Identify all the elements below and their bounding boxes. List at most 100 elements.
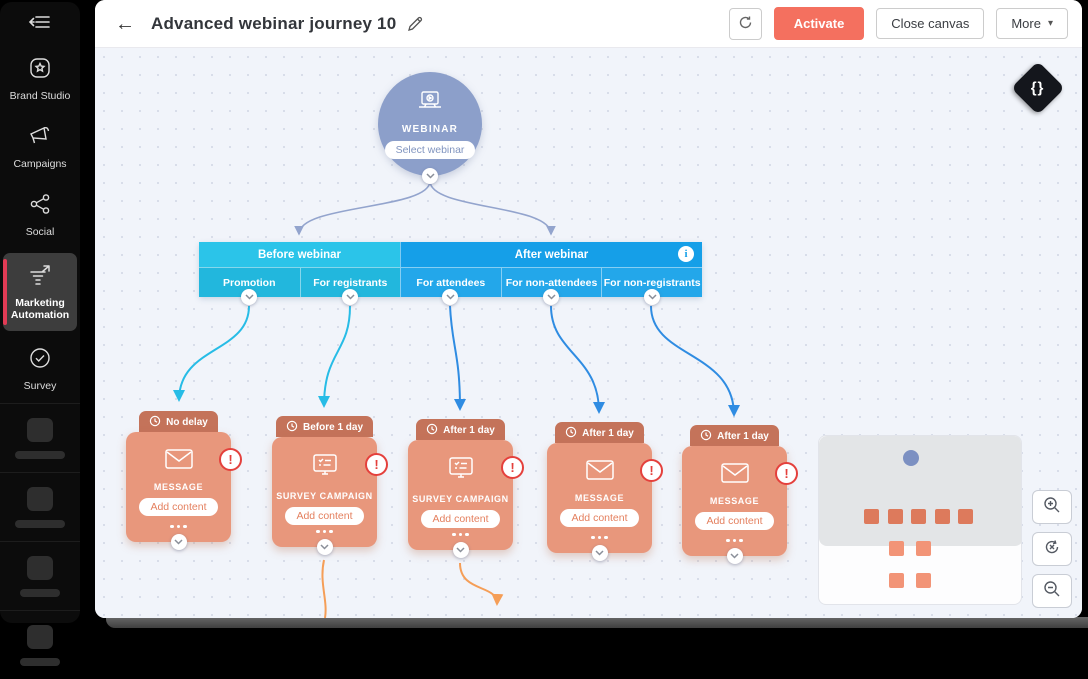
clock-icon [700, 429, 712, 444]
warning-icon[interactable]: ! [640, 459, 663, 482]
refresh-icon [738, 15, 753, 33]
minimap-card [889, 541, 904, 556]
sidebar-item-brand-studio[interactable]: Brand Studio [0, 45, 80, 113]
action-card[interactable]: SURVEY CAMPAIGN Add content ! [408, 440, 524, 558]
minimap[interactable] [818, 435, 1022, 605]
select-webinar-button[interactable]: Select webinar [384, 141, 476, 159]
delay-tab[interactable]: After 1 day [690, 425, 779, 446]
minimap-card [935, 509, 950, 524]
branch-expand-chevron[interactable] [442, 289, 458, 305]
activate-button[interactable]: Activate [773, 7, 865, 40]
webinar-icon [415, 89, 445, 118]
delay-label: After 1 day [717, 430, 769, 442]
delay-tab[interactable]: After 1 day [555, 422, 644, 443]
delay-label: After 1 day [582, 427, 634, 439]
card-menu-icon[interactable] [591, 535, 608, 539]
sidebar-item-marketing-automation[interactable]: Marketing Automation [3, 253, 77, 332]
reset-zoom-button[interactable] [1032, 532, 1072, 566]
card-expand-chevron[interactable] [591, 545, 608, 561]
info-icon[interactable]: i [678, 246, 694, 262]
branch-expand-chevron[interactable] [241, 289, 257, 305]
branch-group-after-webinar[interactable]: After webinar i [400, 242, 702, 267]
close-canvas-button[interactable]: Close canvas [876, 8, 985, 39]
branch-group-before-webinar[interactable]: Before webinar [199, 242, 400, 267]
share-icon [28, 192, 52, 221]
more-button[interactable]: More ▾ [996, 8, 1068, 39]
action-card-survey-1: Before 1 day SURVEY CAMPAIGN Add content… [272, 416, 388, 555]
action-card[interactable]: MESSAGE Add content ! [682, 446, 798, 564]
sidebar-item-label: Survey [23, 380, 57, 393]
delay-label: Before 1 day [302, 421, 364, 433]
action-card[interactable]: MESSAGE Add content ! [126, 432, 242, 550]
sidebar-item-label: Marketing Automation [10, 297, 70, 322]
card-expand-chevron[interactable] [170, 534, 187, 550]
webinar-node[interactable]: WEBINAR Select webinar [378, 72, 482, 176]
brand-studio-icon [28, 56, 52, 85]
sidebar-item-survey[interactable]: Survey [0, 335, 80, 403]
sidebar-skeleton-item [0, 472, 80, 541]
card-menu-icon[interactable] [452, 532, 469, 536]
card-expand-chevron[interactable] [452, 542, 469, 558]
zoom-out-button[interactable] [1032, 574, 1072, 608]
delay-tab[interactable]: Before 1 day [275, 416, 374, 437]
card-menu-icon[interactable] [726, 538, 743, 542]
warning-icon[interactable]: ! [219, 448, 242, 471]
back-button[interactable]: ← [115, 12, 135, 35]
warning-icon[interactable]: ! [775, 462, 798, 485]
add-content-button[interactable]: Add content [421, 510, 500, 528]
card-expand-chevron[interactable] [726, 548, 743, 564]
add-content-button[interactable]: Add content [285, 507, 364, 525]
webinar-expand-chevron[interactable] [422, 168, 438, 184]
card-type-label: SURVEY CAMPAIGN [412, 494, 509, 504]
sidebar-item-label: Brand Studio [9, 90, 71, 102]
branch-column-for-non-registrants[interactable]: For non-registrants [601, 267, 702, 297]
action-card[interactable]: SURVEY CAMPAIGN Add content ! [272, 437, 388, 555]
branch-expand-chevron[interactable] [644, 289, 660, 305]
clock-icon [565, 426, 577, 441]
survey-monitor-icon [310, 453, 340, 484]
card-type-label: MESSAGE [709, 496, 760, 506]
warning-icon[interactable]: ! [501, 456, 524, 479]
branch-expand-chevron[interactable] [342, 289, 358, 305]
journey-branch-table: Before webinar After webinar i Promotion… [199, 242, 702, 297]
branch-column-label: For non-attendees [505, 276, 598, 289]
zoom-in-button[interactable] [1032, 490, 1072, 524]
minimap-webinar-node [903, 450, 919, 466]
add-content-button[interactable]: Add content [695, 512, 774, 530]
journey-canvas[interactable]: WEBINAR Select webinar Before webinar Af… [95, 48, 1082, 618]
warning-icon[interactable]: ! [365, 453, 388, 476]
minimap-viewport[interactable] [819, 436, 1021, 546]
action-card[interactable]: MESSAGE Add content ! [547, 443, 663, 561]
card-type-label: MESSAGE [153, 482, 204, 492]
add-content-button[interactable]: Add content [139, 498, 218, 516]
journey-title: Advanced webinar journey 10 [151, 13, 397, 33]
add-content-button[interactable]: Add content [560, 509, 639, 527]
delay-tab[interactable]: After 1 day [416, 419, 505, 440]
branch-column-label: Promotion [223, 276, 276, 289]
sidebar-item-campaigns[interactable]: Campaigns [0, 113, 80, 181]
card-menu-icon[interactable] [316, 529, 333, 533]
more-button-label: More [1011, 16, 1041, 31]
marketing-automation-icon [27, 263, 53, 292]
refresh-button[interactable] [728, 7, 762, 40]
zoom-controls [1032, 490, 1072, 608]
hamburger-collapse-icon [28, 14, 52, 35]
code-view-button[interactable]: {} [1011, 61, 1065, 115]
branch-expand-chevron[interactable] [543, 289, 559, 305]
card-expand-chevron[interactable] [316, 539, 333, 555]
collapse-sidebar-button[interactable] [0, 2, 80, 45]
code-braces-icon: {} [1031, 79, 1045, 97]
sidebar-item-label: Social [25, 226, 55, 239]
minimap-card [958, 509, 973, 524]
card-type-label: SURVEY CAMPAIGN [276, 491, 373, 501]
clock-icon [286, 420, 298, 435]
card-menu-icon[interactable] [170, 524, 187, 528]
clock-icon [426, 423, 438, 438]
branch-group-label: After webinar [514, 248, 589, 261]
edit-title-icon[interactable] [406, 15, 424, 33]
envelope-icon [164, 448, 194, 475]
card-type-label: MESSAGE [574, 493, 625, 503]
branch-column-label: For registrants [313, 276, 388, 289]
sidebar-item-social[interactable]: Social [0, 181, 80, 249]
delay-tab[interactable]: No delay [139, 411, 218, 432]
